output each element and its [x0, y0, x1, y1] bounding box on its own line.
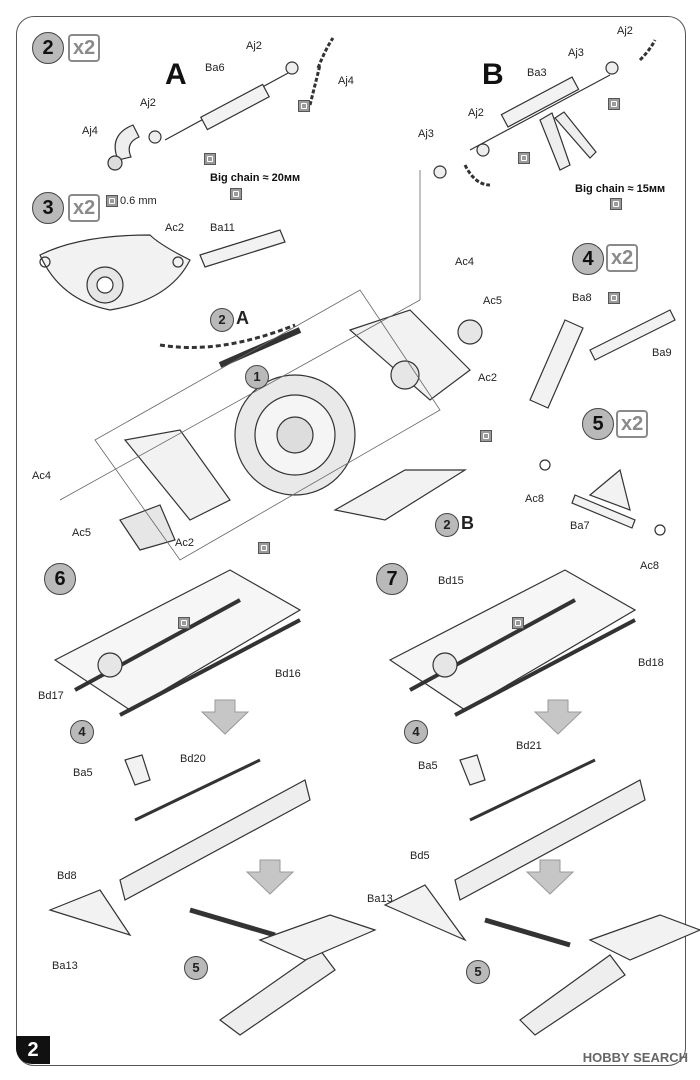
part-label: Ba5 — [418, 760, 438, 772]
part-label: Bd15 — [438, 575, 464, 587]
part-label: Ac2 — [165, 222, 184, 234]
part-label: Ba5 — [73, 767, 93, 779]
glue-icon — [610, 198, 622, 210]
glue-icon — [258, 542, 270, 554]
part-label: Ac8 — [640, 560, 659, 572]
part-label: Ba9 — [652, 347, 672, 359]
step-2-multiplier: x2 — [68, 34, 101, 62]
part-label: Ac2 — [175, 537, 194, 549]
chain-note-a: Big chain ≈ 20мм — [210, 172, 301, 184]
part-label: Ac2 — [478, 372, 497, 384]
part-label: Bd21 — [516, 740, 542, 752]
step-6-number: 6 — [44, 563, 76, 595]
part-label: Ba6 — [205, 62, 225, 74]
ref-letter-b: B — [461, 513, 474, 533]
step-4-multiplier: x2 — [606, 244, 639, 272]
part-label: Ba8 — [572, 292, 592, 304]
part-label: Bd16 — [275, 668, 301, 680]
glue-icon — [512, 617, 524, 629]
ref-step-5: 5 — [466, 960, 490, 984]
glue-icon — [518, 152, 530, 164]
step-7-number: 7 — [376, 563, 408, 595]
page-number: 2 — [16, 1036, 50, 1064]
part-label: Aj2 — [617, 25, 633, 37]
glue-icon — [230, 188, 242, 200]
sand-icon — [106, 195, 118, 207]
glue-icon — [178, 617, 190, 629]
part-label: Aj4 — [82, 125, 98, 137]
part-label: Aj2 — [140, 97, 156, 109]
ref-step-2: 2 — [435, 513, 459, 537]
ref-step-2: 2 — [210, 308, 234, 332]
part-label: Ac5 — [483, 295, 502, 307]
step-5-number: 5 — [582, 408, 614, 440]
part-label: Bd20 — [180, 753, 206, 765]
part-label: Ac4 — [455, 256, 474, 268]
watermark: HOBBY SEARCH — [582, 1050, 688, 1065]
part-label: Ac5 — [72, 527, 91, 539]
part-label: Bd17 — [38, 690, 64, 702]
ref-step-4: 4 — [70, 720, 94, 744]
ref-step-1: 1 — [245, 365, 269, 389]
glue-icon — [608, 98, 620, 110]
step-3-number: 3 — [32, 192, 64, 224]
chain-note-b: Big chain ≈ 15мм — [575, 183, 666, 195]
ref-step-4: 4 — [404, 720, 428, 744]
part-label: Bd18 — [638, 657, 664, 669]
glue-icon — [204, 153, 216, 165]
subassembly-a-letter: A — [165, 58, 187, 91]
part-label: Aj3 — [568, 47, 584, 59]
part-label: Bd8 — [57, 870, 77, 882]
ref-letter-a: A — [236, 308, 249, 328]
step-5-multiplier: x2 — [616, 410, 649, 438]
part-label: Aj2 — [246, 40, 262, 52]
part-label: Aj4 — [338, 75, 354, 87]
step-3-multiplier: x2 — [68, 194, 101, 222]
part-label: Ba7 — [570, 520, 590, 532]
part-label: Aj3 — [418, 128, 434, 140]
ref-step-5: 5 — [184, 956, 208, 980]
part-label: Ba11 — [210, 222, 235, 234]
glue-icon — [298, 100, 310, 112]
thickness-note: 0.6 mm — [120, 195, 157, 207]
part-label: Ac8 — [525, 493, 544, 505]
down-arrow-icon — [200, 699, 583, 895]
subassembly-b-letter: B — [482, 58, 504, 91]
step-4-number: 4 — [572, 243, 604, 275]
part-label: Bd5 — [410, 850, 430, 862]
glue-icon — [480, 430, 492, 442]
part-label: Ba3 — [527, 67, 547, 79]
part-label: Ba13 — [367, 893, 393, 905]
step-2-number: 2 — [32, 32, 64, 64]
part-label: Aj2 — [468, 107, 484, 119]
part-label: Ba13 — [52, 960, 78, 972]
glue-icon — [608, 292, 620, 304]
part-label: Ac4 — [32, 470, 51, 482]
